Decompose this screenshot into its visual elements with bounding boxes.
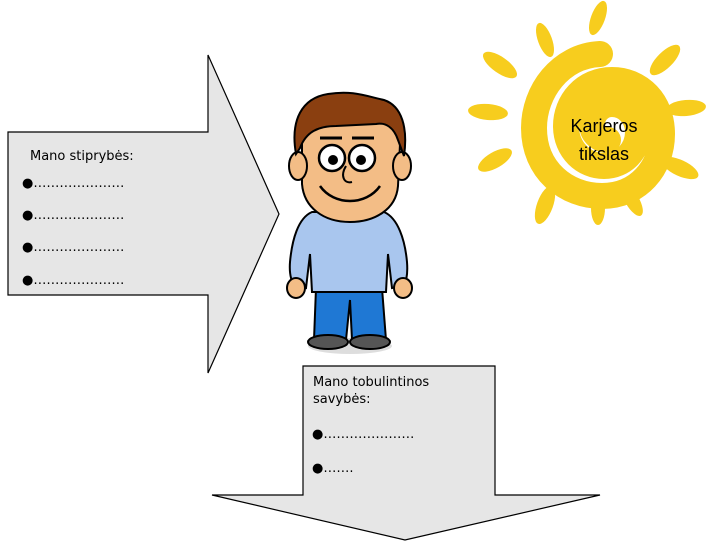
strengths-item-4: ●…………………	[22, 273, 125, 288]
strengths-item-3: ●…………………	[22, 240, 125, 255]
improve-title-line1: Mano tobulintinos	[313, 375, 430, 390]
person-illustration	[286, 91, 413, 354]
improve-item-1: ●…………………	[312, 427, 415, 442]
sun-label-line2: tikslas	[578, 144, 629, 164]
sun-icon	[468, 0, 706, 225]
sun-label: Karjeros tikslas	[554, 112, 654, 168]
strengths-arrow	[7, 54, 280, 374]
improve-arrow	[211, 365, 601, 541]
improve-title-line2: savybės:	[313, 392, 371, 407]
improve-item-2: ●…….	[312, 461, 354, 476]
sun-label-line1: Karjeros	[570, 116, 638, 136]
strengths-title: Mano stiprybės:	[30, 149, 134, 164]
strengths-item-1: ●…………………	[22, 176, 125, 191]
strengths-item-2: ●…………………	[22, 208, 125, 223]
